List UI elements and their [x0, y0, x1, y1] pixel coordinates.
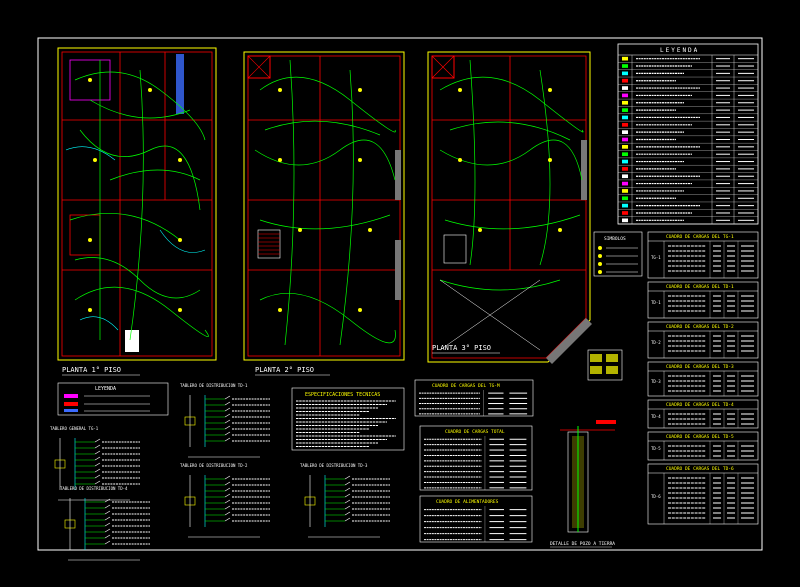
diagram-title: TABLERO DE DISTRIBUCION TD-2 [180, 463, 248, 468]
legend-symbol [622, 86, 628, 90]
load-table-tag: TD-5 [651, 446, 661, 451]
load-table: CUADRO DE CARGAS DEL TD-3TD-3 [647, 361, 759, 397]
load-table: CUADRO DE CARGAS DEL TD-2TD-2 [647, 321, 759, 359]
cuadro-max-title: CUADRO DE CARGAS DEL TG-M [432, 383, 500, 389]
legend-symbol [622, 64, 628, 68]
legend-symbol [622, 115, 628, 120]
single-line-diagram: TABLERO DE DISTRIBUCION TD-4 [60, 486, 150, 561]
legend-symbol [622, 152, 628, 157]
legend-title: LEYENDA [660, 47, 699, 54]
legend-symbol [622, 181, 628, 186]
technical-notes: ESPECIFICACIONES TECNICAS [291, 387, 405, 451]
legend-symbol [622, 174, 628, 179]
legend-symbol [622, 218, 628, 223]
floor-plan-3: PLANTA 3° PISO [427, 51, 592, 364]
legend-symbol [622, 122, 628, 127]
plan-2-title: PLANTA 2° PISO [255, 366, 314, 374]
symbols-box: SIMBOLOS [593, 231, 643, 277]
single-line-diagram: TABLERO GENERAL TG-1 [50, 426, 140, 501]
floor-plan-2: PLANTA 2° PISO [243, 51, 405, 376]
legend-symbol [622, 159, 628, 164]
diagram-title: TABLERO DE DISTRIBUCION TD-3 [300, 463, 368, 468]
load-table-title: CUADRO DE CARGAS DEL TD-2 [666, 324, 734, 330]
small-legend-title: LEYENDA [95, 386, 116, 392]
load-table-title: CUADRO DE CARGAS DEL TD-1 [666, 284, 734, 290]
single-line-diagram: TABLERO DE DISTRIBUCION TD-1 [180, 383, 270, 458]
legend-symbol [622, 145, 628, 149]
load-table-title: CUADRO DE CARGAS DEL TD-5 [666, 434, 734, 440]
single-line-diagram: TABLERO DE DISTRIBUCION TD-2 [180, 463, 270, 538]
diagram-title: TABLERO DE DISTRIBUCION TD-4 [60, 486, 128, 491]
small-legend: LEYENDA [57, 382, 169, 416]
load-table: CUADRO DE CARGAS DEL TD-5TD-5 [647, 431, 759, 461]
detail-title: DETALLE DE POZO A TIERRA [550, 541, 615, 547]
legend-symbol [622, 189, 628, 193]
diagram-title: TABLERO GENERAL TG-1 [50, 426, 99, 431]
floor-plan-1: PLANTA 1° PISO [57, 47, 217, 376]
symbols-title: SIMBOLOS [604, 236, 626, 242]
load-table-tag: TG-1 [651, 255, 661, 260]
load-table-title: CUADRO DE CARGAS DEL TD-4 [666, 402, 734, 408]
load-table-tag: TD-1 [651, 300, 661, 305]
legend-symbol [622, 167, 628, 171]
sheet-border [37, 37, 763, 551]
legend-symbol [622, 100, 628, 105]
legend-symbol [622, 56, 628, 61]
cuadro-alim-title: CUADRO DE ALIMENTADORES [436, 499, 499, 505]
load-table-title: CUADRO DE CARGAS DEL TD-3 [666, 364, 734, 370]
plan-3-title: PLANTA 3° PISO [432, 344, 491, 352]
load-table: CUADRO DE CARGAS DEL TD-6TD-6 [647, 463, 759, 525]
load-table-tag: TD-4 [651, 414, 661, 419]
cuadro-general-table: CUADRO DE CARGAS TOTAL [419, 425, 533, 491]
legend-symbol [622, 137, 628, 142]
cuadro-total-title: CUADRO DE CARGAS TOTAL [445, 429, 505, 435]
legend-symbol [622, 93, 628, 98]
load-table-tag: TD-2 [651, 340, 661, 345]
legend-table: LEYENDA [617, 43, 759, 225]
load-table: CUADRO DE CARGAS DEL TD-4TD-4 [647, 399, 759, 429]
legend-symbol [622, 108, 628, 112]
load-table: CUADRO DE CARGAS DEL TD-1TD-1 [647, 281, 759, 319]
legend-symbol [622, 211, 628, 215]
plan-1-title: PLANTA 1° PISO [62, 366, 121, 374]
diagram-title: TABLERO DE DISTRIBUCION TD-1 [180, 383, 248, 388]
load-table: CUADRO DE CARGAS DEL TG-1TG-1 [647, 231, 759, 279]
legend-symbol [622, 71, 628, 76]
grounding-detail: DETALLE DE POZO A TIERRA [550, 349, 623, 548]
load-table-title: CUADRO DE CARGAS DEL TG-1 [666, 234, 734, 240]
legend-symbol [622, 130, 628, 134]
load-table-title: CUADRO DE CARGAS DEL TD-6 [666, 466, 734, 472]
single-line-diagram: TABLERO DE DISTRIBUCION TD-3 [300, 463, 390, 538]
legend-symbol [622, 78, 628, 83]
legend-symbol [622, 196, 628, 201]
load-table-tag: TD-6 [651, 494, 661, 499]
cuadro-total-table: CUADRO DE CARGAS DEL TG-M [414, 379, 534, 417]
cuadro-alimentadores-table: CUADRO DE ALIMENTADORES [419, 495, 533, 543]
legend-symbol [622, 203, 628, 208]
load-table-tag: TD-3 [651, 379, 661, 384]
notes-title: ESPECIFICACIONES TECNICAS [305, 392, 380, 398]
